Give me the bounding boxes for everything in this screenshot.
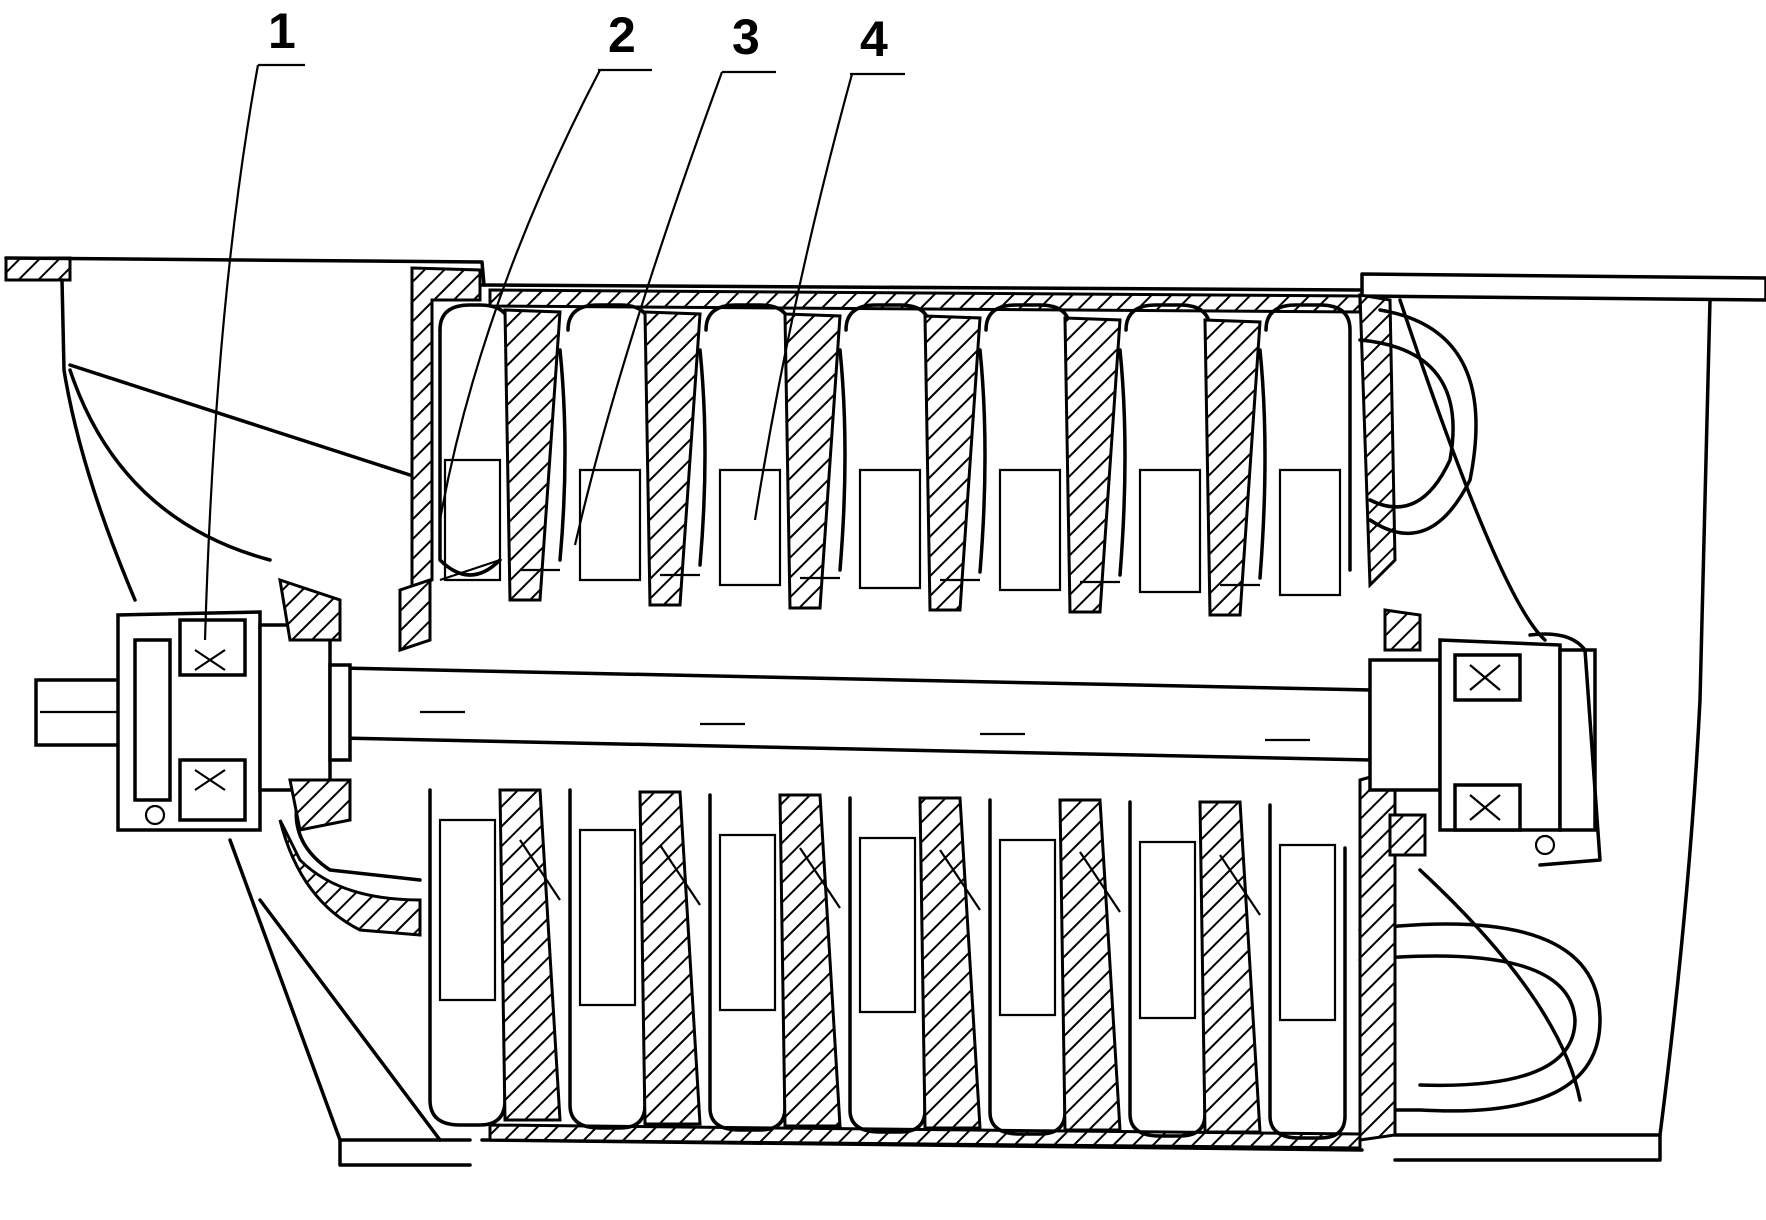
left-bearing-housing bbox=[116, 577, 352, 832]
part-label-1: 1 bbox=[268, 3, 296, 59]
part-label-2: 2 bbox=[608, 7, 636, 63]
right-bearing-housing bbox=[1368, 608, 1602, 867]
lower-stages bbox=[428, 788, 1347, 1140]
callout-labels: 1 2 3 4 bbox=[268, 3, 888, 67]
callout-leaders bbox=[203, 63, 905, 641]
barrel-casing bbox=[278, 266, 1602, 1152]
upper-stages bbox=[438, 303, 1352, 617]
part-label-3: 3 bbox=[732, 9, 760, 65]
part-label-4: 4 bbox=[860, 11, 888, 67]
